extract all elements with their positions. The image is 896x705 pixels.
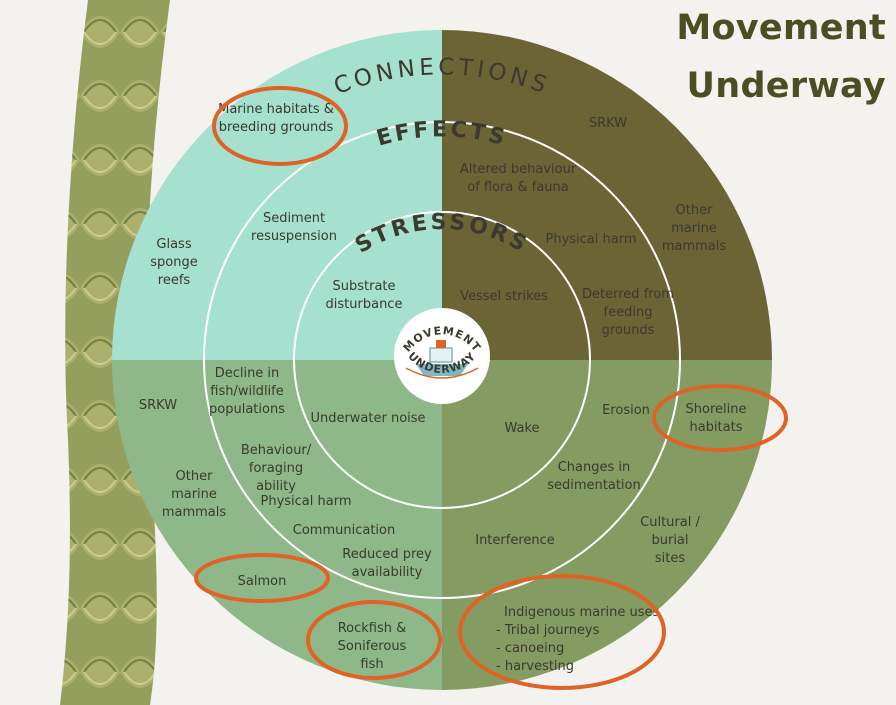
indigenous-use-tribal-journeys: - Tribal journeys (496, 623, 600, 638)
connection-salmon: Salmon (238, 574, 287, 589)
movement-underway-logo: MOVEMENT UNDERWAY (394, 308, 490, 404)
connection-marine-habitats: Marine habitats &breeding grounds (218, 102, 334, 135)
ring-stressors-boundary (293, 211, 591, 509)
stressor-wake: Wake (504, 421, 539, 436)
title-line-2: Underway (686, 66, 886, 106)
highlight-salmon (194, 553, 330, 603)
ring-effects-boundary (203, 121, 681, 599)
indigenous-uses-list: Indigenous marine uses - Tribal journeys… (496, 605, 659, 674)
title-line-1: Movement (676, 8, 886, 48)
indigenous-use-harvesting: - harvesting (496, 659, 574, 674)
effect-interference: Interference (475, 533, 555, 548)
highlight-indigenous-uses (458, 574, 666, 690)
highlight-shoreline-habitats (652, 384, 788, 452)
stressor-vessel-strikes: Vessel strikes (460, 289, 548, 304)
highlight-marine-habitats (212, 86, 348, 166)
connection-srkw-top: SRKW (589, 116, 627, 131)
effect-erosion: Erosion (602, 403, 650, 418)
connection-indigenous-uses: Indigenous marine uses (504, 605, 659, 620)
stressor-underwater-noise: Underwater noise (310, 411, 425, 426)
indigenous-use-canoeing: - canoeing (496, 641, 564, 656)
effect-physical-harm-bottom: Physical harm (261, 494, 352, 509)
effect-physical-harm-top: Physical harm (546, 232, 637, 247)
connection-srkw-bottom: SRKW (139, 398, 177, 413)
effect-communication: Communication (293, 523, 395, 538)
highlight-rockfish (306, 600, 442, 680)
